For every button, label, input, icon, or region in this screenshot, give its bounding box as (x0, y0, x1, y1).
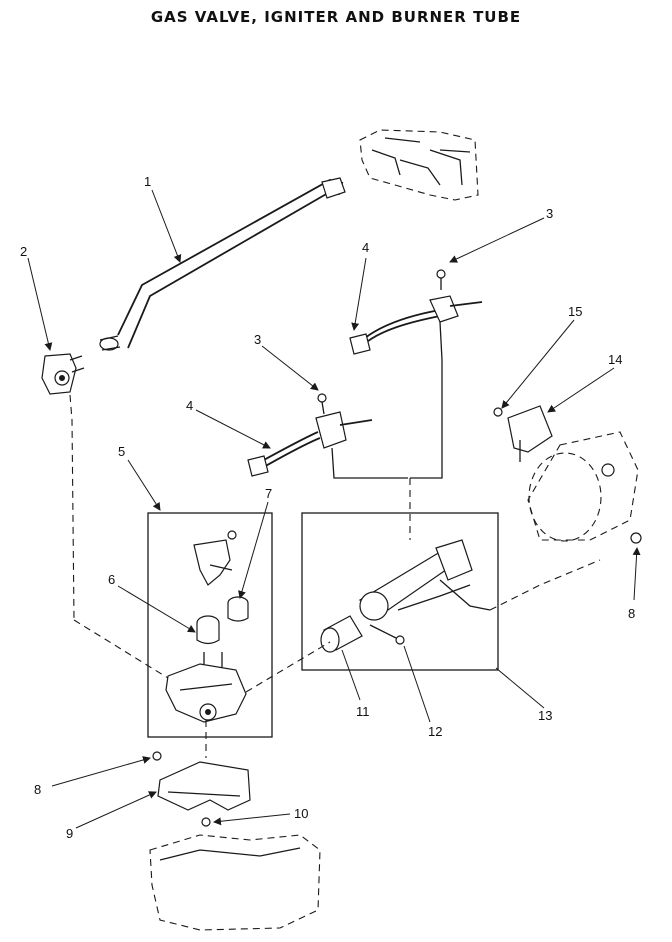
callout-8-left: 8 (34, 782, 41, 797)
diagram-title: GAS VALVE, IGNITER AND BURNER TUBE (150, 8, 522, 26)
callout-6: 6 (108, 572, 115, 587)
callout-10: 10 (294, 806, 308, 821)
part-13-burner-assembly (358, 539, 491, 621)
callout-2: 2 (20, 244, 27, 259)
callout-4-upper: 4 (362, 240, 369, 255)
part-11-burner-cup (320, 615, 363, 653)
part-8-right-screw (630, 532, 642, 544)
callout-11: 11 (356, 704, 370, 719)
callout-7: 7 (265, 486, 272, 501)
dryer-housing-top-right (359, 129, 479, 201)
part-3-lower-screw (317, 393, 327, 415)
part-2-fitting (41, 353, 85, 621)
callout-15: 15 (568, 304, 582, 319)
part-5-gas-valve-box (147, 512, 273, 738)
part-4-upper-igniter-harness (349, 295, 483, 540)
callout-1: 1 (144, 174, 151, 189)
part-15-screw (493, 407, 503, 417)
part-14-sensor-bracket (507, 405, 553, 462)
gas-valve-bracket (193, 530, 237, 586)
callout-14: 14 (608, 352, 622, 367)
dryer-drum-housing (489, 431, 639, 611)
part-10-screw (201, 817, 211, 827)
callout-8-right: 8 (628, 606, 635, 621)
callout-3-lower: 3 (254, 332, 261, 347)
valve-to-burner-line (245, 641, 331, 693)
part-1-gas-tube (99, 177, 346, 351)
part-13-burner-box (301, 512, 499, 671)
part-4-lower-igniter-harness (247, 411, 408, 479)
gas-valve-body (73, 619, 247, 758)
callout-5: 5 (118, 444, 125, 459)
callout-9: 9 (66, 826, 73, 841)
callout-3-upper: 3 (546, 206, 553, 221)
part-6-coil (196, 615, 220, 645)
leader-lines (27, 189, 641, 829)
callout-4-lower: 4 (186, 398, 193, 413)
callout-13: 13 (538, 708, 552, 723)
dryer-base-lower (149, 834, 321, 931)
part-7-coil (227, 596, 249, 622)
part-8-left-screw (152, 751, 162, 761)
part-12-screw (369, 624, 405, 645)
callout-12: 12 (428, 724, 442, 739)
part-3-upper-screw (436, 269, 446, 290)
part-9-mounting-bracket (157, 761, 251, 811)
